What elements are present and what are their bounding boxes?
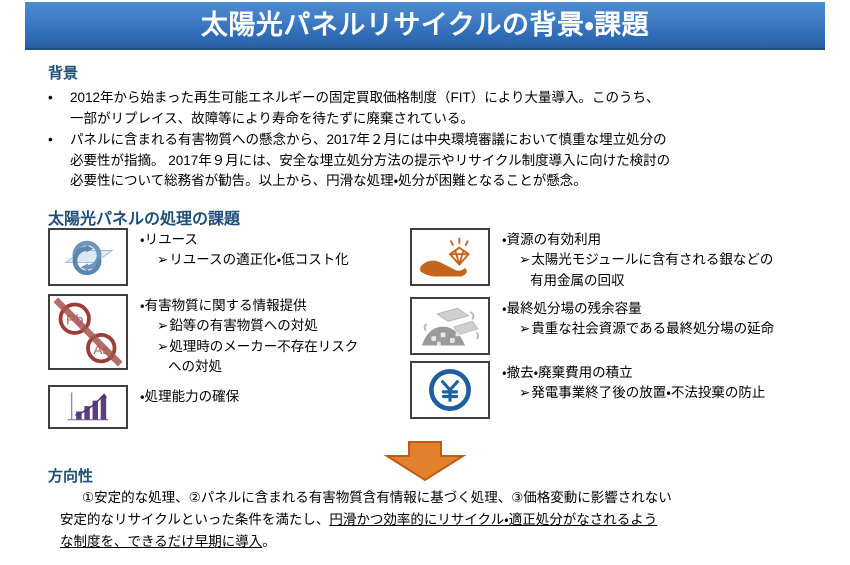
yen-circle-icon (410, 360, 490, 419)
text-line: 2012年から始まった再生可能エネルギーの固定買取価格制度（FIT）により大量導… (70, 90, 660, 105)
list-item-body: ・リユース ➢リユースの適正化・低コスト化 (140, 228, 349, 271)
background-bullet-list: • 2012年から始まった再生可能エネルギーの固定買取価格制度（FIT）により大… (44, 88, 814, 193)
hazardous-pb-as-icon: Pb As (48, 294, 128, 370)
list-item-body: パネルに含まれる有害物質への懸念から、2017年２月には中央環境審議において慎重… (70, 130, 814, 192)
item-title: ・リユース (140, 232, 198, 247)
list-item-body: ・有害物質に関する情報提供 ➢鉛等の有害物質への対処 ➢処理時のメーカー不存在リ… (140, 294, 358, 377)
list-item: • 2012年から始まった再生可能エネルギーの固定買取価格制度（FIT）により大… (44, 88, 814, 129)
list-item: ・撤去・廃棄費用の積立 ➢発電事業終了後の放置・不法投棄の防止 (406, 360, 846, 419)
item-subitem: ➢リユースの適正化・低コスト化 (140, 250, 349, 270)
direction-paragraph: ①安定的な処理、②パネルに含まれる有害物質含有情報に基づく処理、③価格変動に影響… (60, 487, 840, 553)
list-item-body: ・資源の有効利用 ➢太陽光モジュールに含有される銀などの 有用金属の回収 (502, 228, 773, 291)
list-item: ・最終処分場の残余容量 ➢貴重な社会資源である最終処分場の延命 (406, 296, 846, 355)
item-title: ・撤去・廃棄費用の積立 (502, 364, 633, 380)
panel-recycle-icon (48, 228, 128, 286)
slide-title-bar: 太陽光パネルリサイクルの背景・課題 (25, 2, 825, 50)
item-subitem: ➢鉛等の有害物質への対処 (140, 316, 358, 336)
item-title: ・資源の有効利用 (502, 232, 602, 247)
waste-pile-icon (410, 296, 490, 355)
item-title: ・処理能力の確保 (140, 389, 240, 404)
item-subitem-label: 発電事業終了後の放置・不法投棄の防止 (531, 385, 766, 400)
list-item-body: 2012年から始まった再生可能エネルギーの固定買取価格制度（FIT）により大量導… (70, 88, 814, 129)
issues-left-column: ・リユース ➢リユースの適正化・低コスト化 Pb As ・有害物質に関する情報提… (44, 228, 404, 429)
text-underlined: 円滑かつ効率的にリサイクル・適正処分がなされるよう (329, 511, 658, 527)
text-line: 必要性について総務省が勧告。以上から、円滑な処理・処分が困難となることが懸念。 (70, 173, 587, 189)
arrow-marker-icon: ➢ (519, 321, 531, 336)
text-line: 安定的なリサイクルといった条件を満たし、円滑かつ効率的にリサイクル・適正処分がな… (60, 509, 840, 531)
list-item: ・処理能力の確保 (44, 385, 404, 429)
item-subitem-continuation: への対処 (168, 358, 222, 374)
down-arrow-icon (383, 440, 467, 482)
hand-gem-icon (410, 228, 490, 286)
arrow-marker-icon: ➢ (157, 338, 169, 354)
arrow-marker-icon: ➢ (157, 252, 169, 268)
item-subitem-label: 処理時のメーカー不存在リスク (169, 338, 359, 354)
item-subitem: ➢貴重な社会資源である最終処分場の延命 (502, 319, 774, 339)
item-subitem-continuation: 有用金属の回収 (530, 272, 625, 288)
text-plain: 安定的なリサイクルといった条件を満たし、 (60, 511, 330, 527)
item-subitem-label: 太陽光モジュールに含有される銀などの (531, 252, 774, 268)
bullet-marker: • (48, 132, 53, 148)
section-heading-issues: 太陽光パネルの処理の課題 (48, 211, 241, 228)
section-heading-direction: 方向性 (48, 468, 94, 485)
item-subitem-label: リユースの適正化・低コスト化 (169, 252, 349, 268)
arrow-marker-icon: ➢ (157, 318, 169, 334)
text-line: 必要性が指摘。 2017年９月には、安全な埋立処分方法の提示やリサイクル制度導入… (70, 152, 671, 168)
list-item: ・リユース ➢リユースの適正化・低コスト化 (44, 228, 404, 286)
text-line: な制度を、できるだけ早期に導入。 (60, 531, 840, 553)
list-item: • パネルに含まれる有害物質への懸念から、2017年２月には中央環境審議において… (44, 130, 814, 192)
list-item-body: ・撤去・廃棄費用の積立 ➢発電事業終了後の放置・不法投棄の防止 (502, 361, 765, 404)
section-heading-background: 背景 (48, 65, 79, 82)
item-title: ・最終処分場の残余容量 (502, 300, 642, 316)
item-title: ・有害物質に関する情報提供 (140, 298, 307, 313)
bullet-marker: • (48, 90, 53, 105)
bar-chart-growth-icon (48, 385, 128, 429)
item-subitem-label: 貴重な社会資源である最終処分場の延命 (531, 321, 775, 336)
list-item: Pb As ・有害物質に関する情報提供 ➢鉛等の有害物質への対処 ➢処理時のメー… (44, 294, 404, 377)
arrow-marker-icon: ➢ (519, 252, 531, 268)
text-line: ①安定的な処理、②パネルに含まれる有害物質含有情報に基づく処理、③価格変動に影響… (82, 490, 672, 505)
text-line: パネルに含まれる有害物質への懸念から、2017年２月には中央環境審議において慎重… (70, 132, 667, 148)
item-subitem: ➢太陽光モジュールに含有される銀などの (502, 250, 773, 270)
text-line: 一部がリプレイス、故障等により寿命を待たずに廃棄されている。 (70, 110, 474, 126)
item-subitem: ➢発電事業終了後の放置・不法投棄の防止 (502, 383, 765, 403)
list-item-body: ・最終処分場の残余容量 ➢貴重な社会資源である最終処分場の延命 (502, 297, 774, 340)
item-subitem: ➢処理時のメーカー不存在リスク (140, 337, 358, 357)
item-subitem-label: 鉛等の有害物質への対処 (169, 318, 318, 334)
list-item-body: ・処理能力の確保 (140, 385, 239, 407)
text-plain: 。 (262, 533, 276, 549)
text-underlined: な制度を、できるだけ早期に導入 (60, 533, 263, 549)
page-title: 太陽光パネルリサイクルの背景・課題 (200, 9, 650, 40)
issues-right-column: ・資源の有効利用 ➢太陽光モジュールに含有される銀などの 有用金属の回収 (406, 228, 846, 419)
arrow-marker-icon: ➢ (519, 385, 531, 400)
list-item: ・資源の有効利用 ➢太陽光モジュールに含有される銀などの 有用金属の回収 (406, 228, 846, 291)
